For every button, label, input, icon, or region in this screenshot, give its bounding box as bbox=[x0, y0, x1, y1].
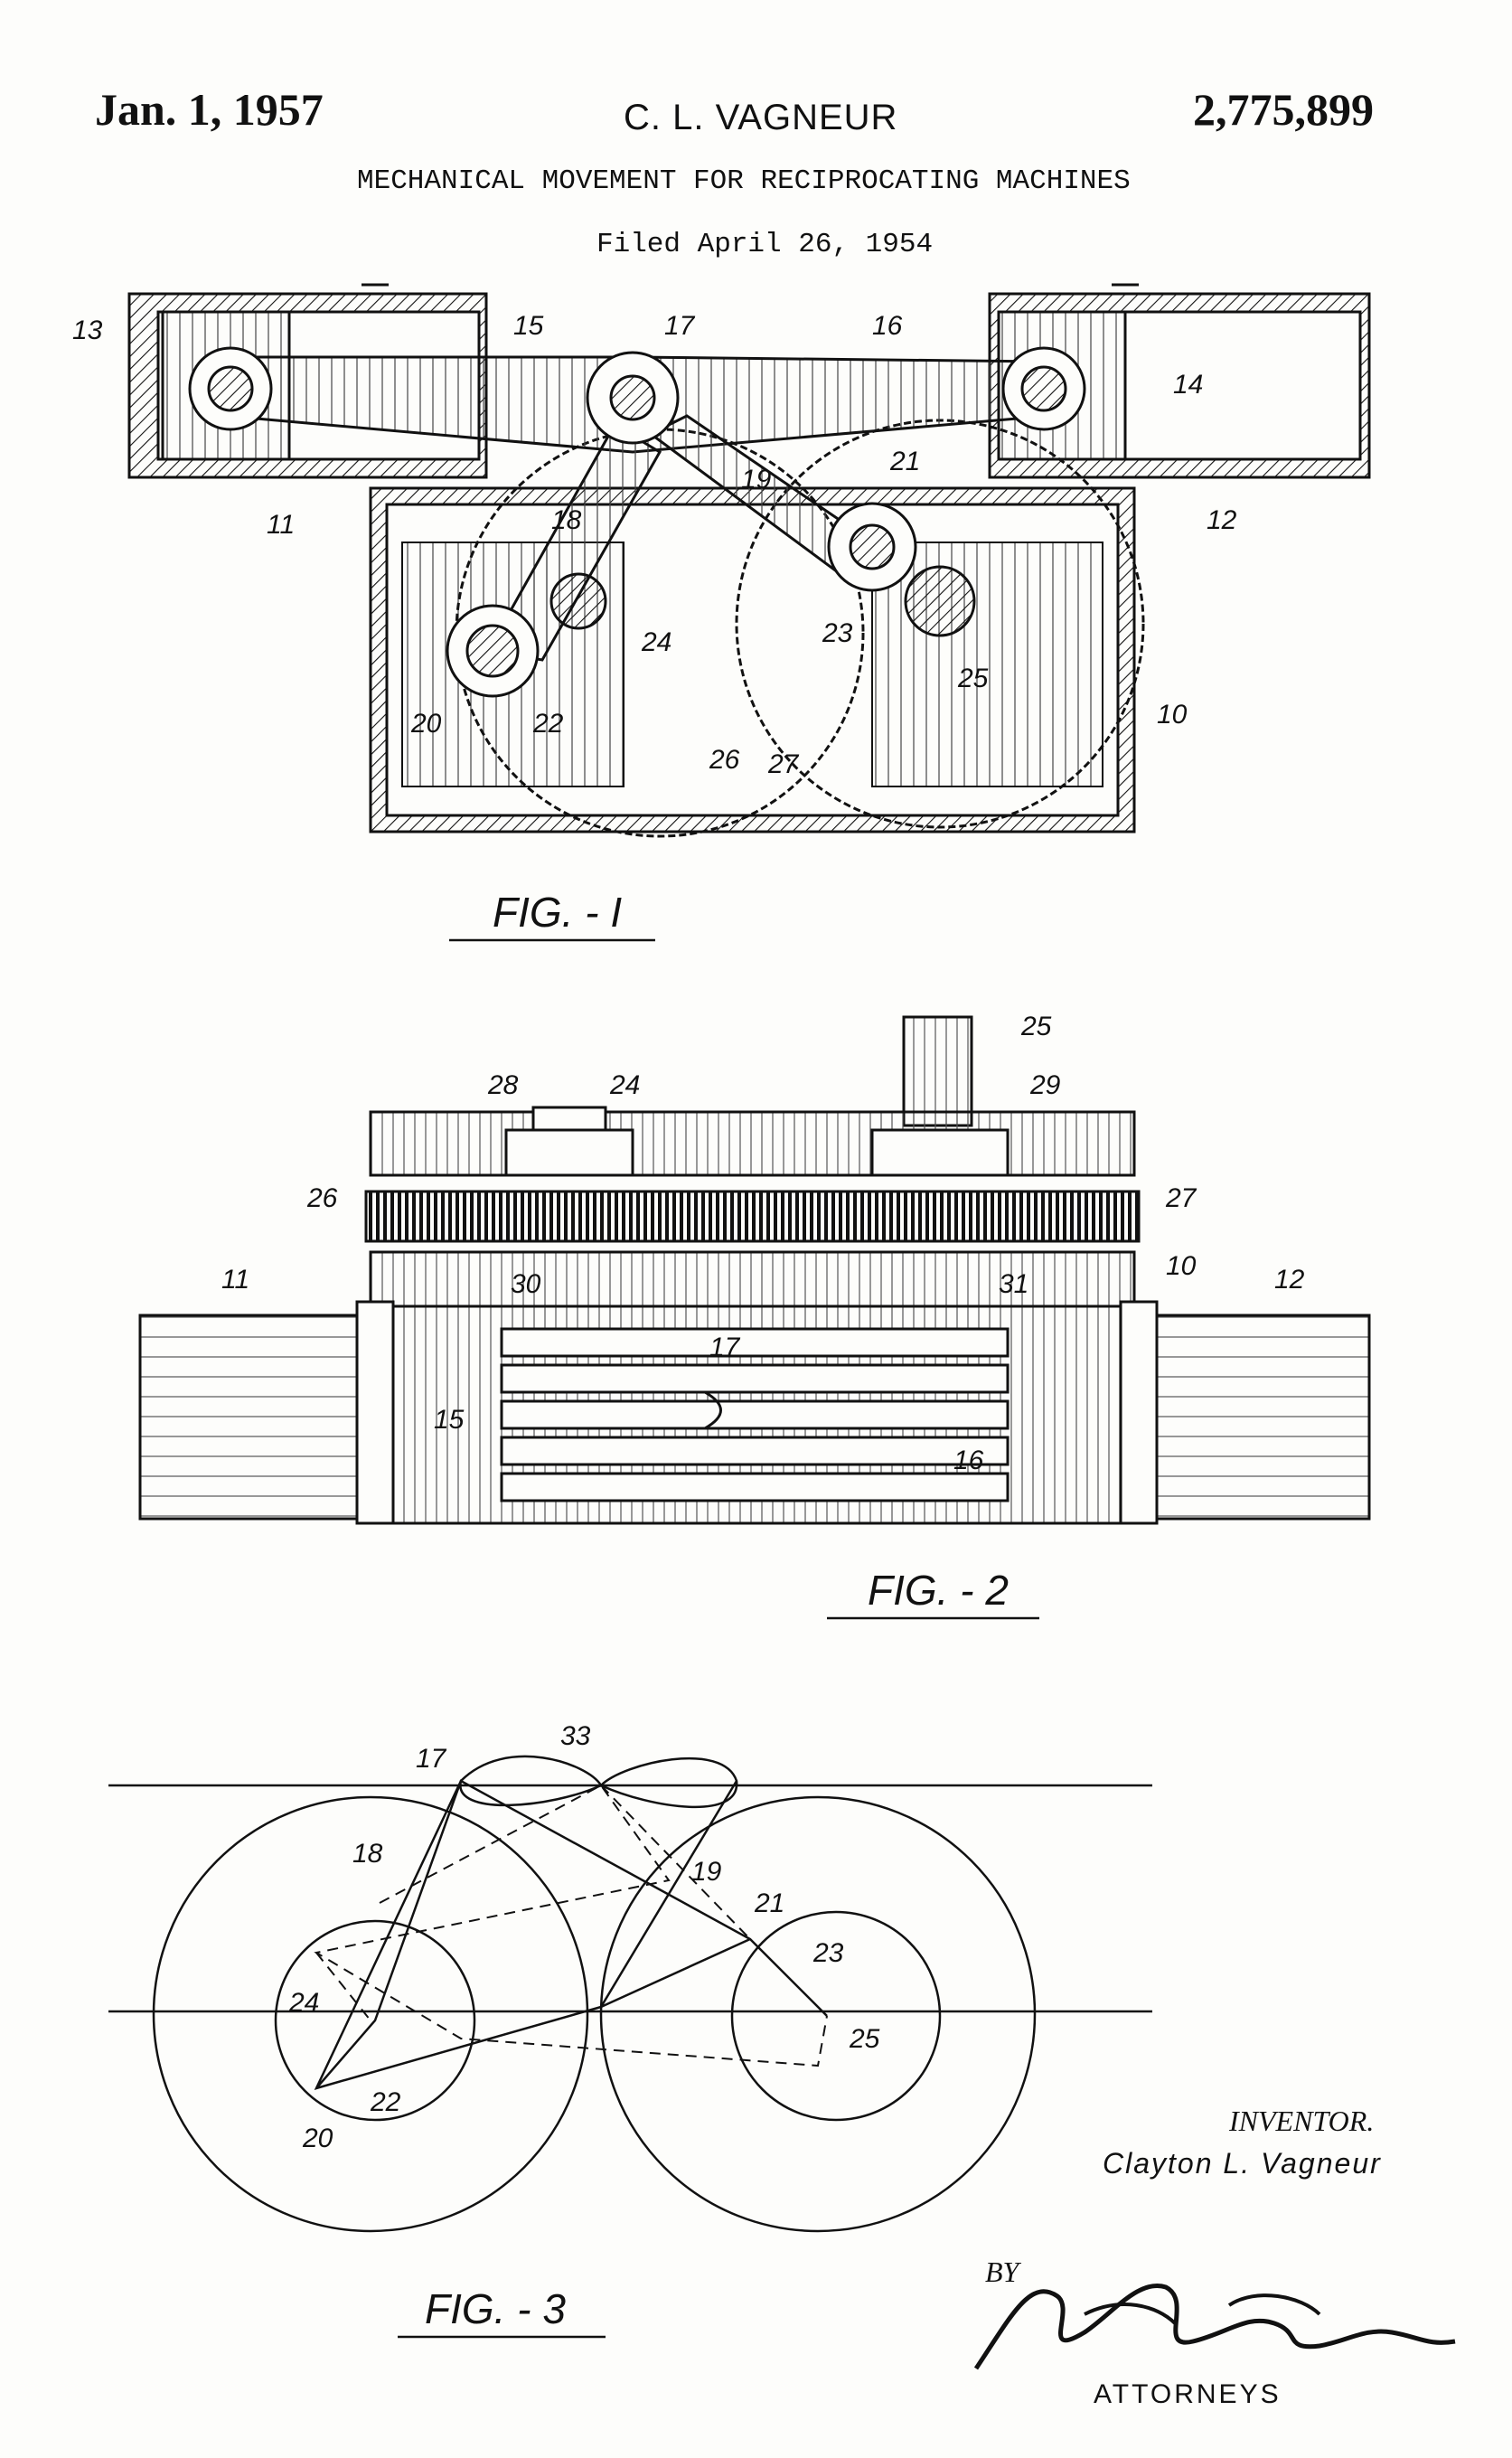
fig2-label-10: 10 bbox=[1166, 1251, 1197, 1281]
fig3-label-23: 23 bbox=[812, 1938, 844, 1968]
fig2-label-11: 11 bbox=[221, 1265, 249, 1295]
fig1-label-22: 22 bbox=[532, 709, 564, 739]
fig2-label-17: 17 bbox=[709, 1333, 741, 1362]
patent-number: 2,775,899 bbox=[1193, 84, 1374, 135]
fig2-label-12: 12 bbox=[1274, 1265, 1305, 1295]
fig1-label-23: 23 bbox=[822, 618, 853, 648]
filed-date: Filed April 26, 1954 bbox=[596, 229, 934, 260]
fig3-label-18: 18 bbox=[352, 1839, 383, 1869]
fig2-label-29: 29 bbox=[1029, 1070, 1061, 1100]
fig3-label-21: 21 bbox=[754, 1888, 784, 1918]
inventor-full-name: Clayton L. Vagneur bbox=[1103, 2147, 1382, 2180]
fig1-caption: FIG. - I bbox=[493, 889, 622, 936]
fig1-label-10: 10 bbox=[1157, 700, 1188, 730]
attorneys-label: ATTORNEYS bbox=[1094, 2379, 1282, 2409]
figure-3: 17 33 18 19 21 23 24 25 22 20 FIG. - 3 bbox=[108, 1721, 1152, 2339]
fig2-label-16: 16 bbox=[953, 1446, 984, 1475]
fig3-label-25: 25 bbox=[849, 2024, 880, 2054]
fig2-label-27: 27 bbox=[1165, 1183, 1197, 1213]
fig2-caption: FIG. - 2 bbox=[868, 1567, 1009, 1614]
fig3-label-22: 22 bbox=[370, 2087, 401, 2117]
patent-title: MECHANICAL MOVEMENT FOR RECIPROCATING MA… bbox=[357, 165, 1131, 197]
fig1-label-13: 13 bbox=[72, 315, 103, 345]
inventor-heading: INVENTOR. bbox=[1229, 2105, 1375, 2137]
fig2-label-31: 31 bbox=[999, 1269, 1028, 1299]
inventor-short-name: C. L. VAGNEUR bbox=[624, 98, 898, 137]
fig1-label-15: 15 bbox=[513, 311, 544, 341]
fig1-label-19: 19 bbox=[741, 465, 772, 494]
fig3-label-20: 20 bbox=[302, 2124, 333, 2153]
fig1-label-16: 16 bbox=[872, 311, 903, 341]
fig1-label-24: 24 bbox=[641, 627, 671, 657]
fig1-label-27: 27 bbox=[767, 749, 800, 779]
fig3-caption: FIG. - 3 bbox=[425, 2285, 566, 2332]
attorney-signature bbox=[973, 2283, 1456, 2370]
fig1-label-17: 17 bbox=[664, 311, 696, 341]
fig2-label-26: 26 bbox=[306, 1183, 338, 1213]
fig3-label-33: 33 bbox=[560, 1721, 591, 1751]
by-label: BY bbox=[985, 2256, 1019, 2288]
fig1-label-14: 14 bbox=[1173, 370, 1203, 400]
fig2-label-24: 24 bbox=[609, 1070, 640, 1100]
fig1-label-21: 21 bbox=[889, 447, 920, 476]
fig1-label-12: 12 bbox=[1207, 505, 1237, 535]
figure-2: 25 28 24 29 26 27 10 11 12 30 31 17 15 1… bbox=[138, 1012, 1371, 1620]
fig1-label-20: 20 bbox=[410, 709, 442, 739]
fig3-label-19: 19 bbox=[691, 1857, 722, 1887]
figure-1: 13 15 17 16 14 11 19 21 12 18 24 23 25 2… bbox=[72, 283, 1371, 942]
fig2-label-28: 28 bbox=[487, 1070, 519, 1100]
fig3-label-24: 24 bbox=[288, 1988, 319, 2018]
fig1-label-18: 18 bbox=[551, 505, 582, 535]
fig2-label-30: 30 bbox=[511, 1269, 541, 1299]
fig1-label-26: 26 bbox=[709, 745, 740, 775]
fig2-label-25: 25 bbox=[1020, 1012, 1052, 1041]
fig3-label-17: 17 bbox=[416, 1744, 447, 1774]
fig1-label-25: 25 bbox=[957, 664, 989, 693]
fig1-label-11: 11 bbox=[267, 510, 295, 540]
patent-date: Jan. 1, 1957 bbox=[95, 84, 324, 135]
fig2-label-15: 15 bbox=[434, 1405, 465, 1435]
